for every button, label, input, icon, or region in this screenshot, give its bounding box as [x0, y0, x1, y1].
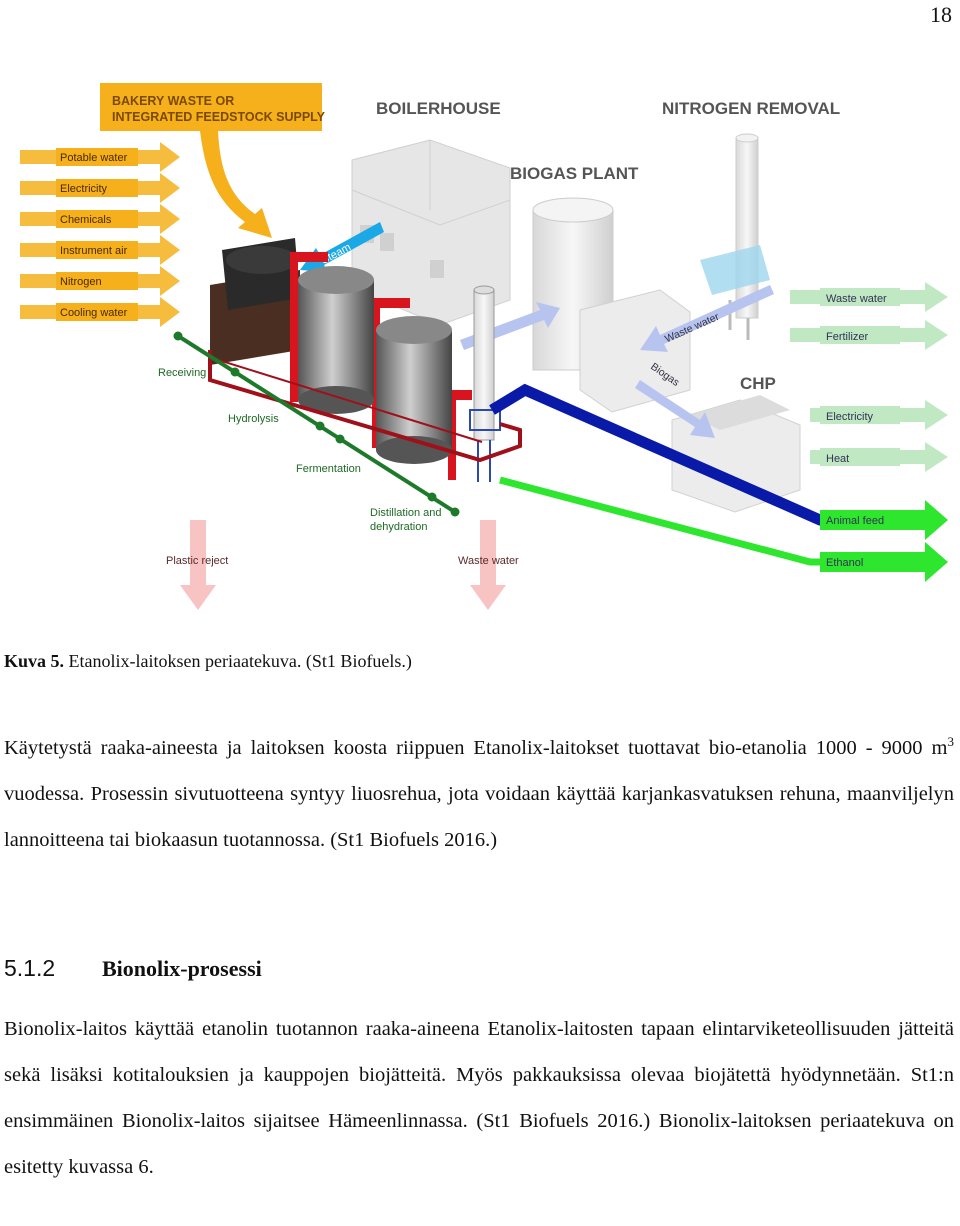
- superscript-3: 3: [947, 734, 955, 750]
- output-electricity: Electricity: [826, 411, 874, 423]
- boilerhouse-label: BOILERHOUSE: [376, 99, 501, 118]
- paragraph-2: Bionolix-laitos käyttää etanolin tuotann…: [4, 1018, 954, 1178]
- paragraph-1: Käytetystä raaka-aineesta ja laitoksen k…: [4, 725, 954, 863]
- input-chemicals: Chemicals: [60, 214, 112, 226]
- input-cooling-water: Cooling water: [60, 307, 128, 319]
- biogas-arrow: [635, 380, 715, 438]
- biogas-plant: [532, 197, 691, 413]
- section-title: Bionolix-prosessi: [102, 956, 262, 981]
- chp-building: [671, 395, 801, 513]
- red-pipe: [208, 350, 522, 463]
- section-heading: 5.1.2 Bionolix-prosessi: [4, 955, 262, 982]
- caption-label: Kuva 5.: [4, 651, 65, 671]
- stage-receiving: Receiving: [158, 367, 206, 379]
- section-number: 5.1.2: [4, 955, 56, 981]
- biogas-plant-label: BIOGAS PLANT: [510, 164, 639, 183]
- waste-water-arrow: [640, 285, 774, 352]
- fermentation-tanks: [298, 266, 452, 464]
- stage-distillation: Distillation and: [370, 507, 442, 519]
- page-number: 18: [930, 2, 952, 27]
- feedstock-label-1: BAKERY WASTE OR: [112, 94, 234, 108]
- output-bottom-waste-water: Waste water: [458, 555, 519, 567]
- nitrogen-removal-tower: [700, 133, 770, 340]
- feedstock-box: [100, 83, 322, 131]
- output-animal-feed: Animal feed: [826, 515, 884, 527]
- figure-caption: Kuva 5. Etanolix-laitoksen periaatekuva.…: [4, 651, 412, 672]
- input-nitrogen: Nitrogen: [60, 276, 102, 288]
- caption-text: Etanolix-laitoksen periaatekuva. (St1 Bi…: [64, 651, 412, 671]
- input-instrument-air: Instrument air: [60, 245, 128, 257]
- output-ethanol: Ethanol: [826, 557, 863, 569]
- paragraph-1-part-a: Käytetystä raaka-aineesta ja laitoksen k…: [4, 737, 948, 759]
- chp-label: CHP: [740, 374, 776, 393]
- distillation-column: [469, 285, 501, 482]
- input-potable-water: Potable water: [60, 152, 128, 164]
- stage-line: [173, 331, 460, 517]
- feed-arrow: [200, 131, 272, 238]
- feedstock-label-2: INTEGRATED FEEDSTOCK SUPPLY: [112, 110, 326, 124]
- process-diagram: BAKERY WASTE OR INTEGRATED FEEDSTOCK SUP…: [20, 83, 948, 610]
- stage-fermentation: Fermentation: [296, 463, 361, 475]
- output-heat: Heat: [826, 453, 849, 465]
- output-plastic-reject: Plastic reject: [166, 555, 228, 567]
- output-waste-water: Waste water: [826, 293, 887, 305]
- stage-dehydration: dehydration: [370, 521, 428, 533]
- nitrogen-removal-label: NITROGEN REMOVAL: [662, 99, 840, 118]
- output-fertilizer: Fertilizer: [826, 331, 869, 343]
- stage-hydrolysis: Hydrolysis: [228, 413, 279, 425]
- bottom-output-arrows: [180, 520, 506, 610]
- input-arrows: [20, 142, 180, 327]
- receiving-hopper: [210, 238, 300, 365]
- boilerhouse-building: [351, 139, 511, 326]
- input-electricity: Electricity: [60, 183, 108, 195]
- paragraph-1-part-b: vuodessa. Prosessin sivutuotteena syntyy…: [4, 783, 954, 851]
